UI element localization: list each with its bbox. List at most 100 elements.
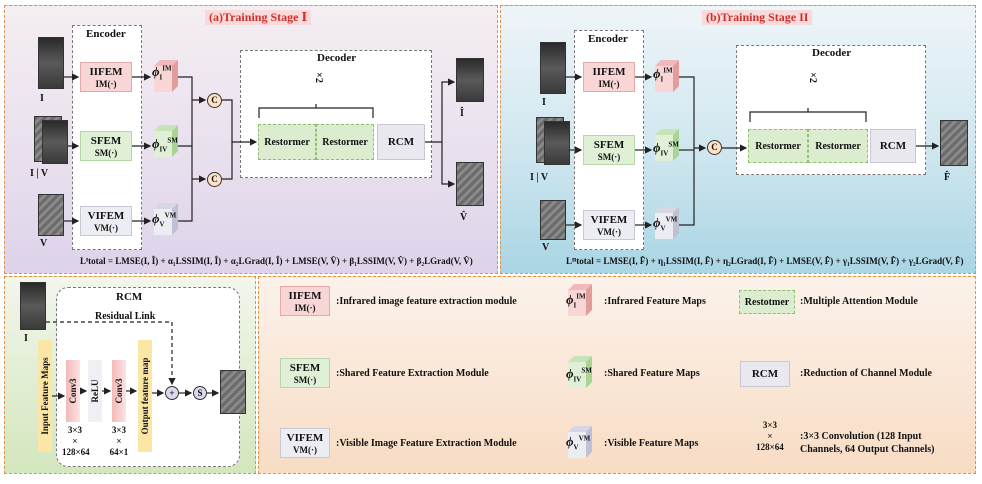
stage1-vifem-module: VIFEM VM(·) <box>80 206 132 236</box>
stage2-phi-im-cube <box>655 60 679 92</box>
stage1-input-iv-label: I | V <box>30 168 49 179</box>
rcm-input-feature-maps: Input Feature Maps <box>38 340 52 452</box>
legend-rcm-text: :Reduction of Channel Module <box>800 368 932 379</box>
rcm-input-image <box>20 282 46 330</box>
stage1-phi-vm-cube <box>154 203 178 235</box>
stage2-output-f-label: F̂ <box>944 172 951 183</box>
stage1-output-i-image <box>456 58 484 102</box>
stage1-phi-vm: ϕVVM <box>152 211 177 229</box>
rcm-residual-label: Residual Link <box>95 311 156 322</box>
rcm-conv2-dims: 3×3×64×1 <box>109 425 129 457</box>
stage2-iifem-module: IIFEM IM(·) <box>583 62 635 92</box>
stage2-phi-im: ϕIIM <box>653 66 673 84</box>
rcm-input-i-label: I <box>24 333 28 344</box>
stage2-phi-vm: ϕVVM <box>653 215 678 233</box>
legend-phi-vm-cube <box>568 426 592 458</box>
stage2-input-i-label: I <box>542 97 546 108</box>
stage1-mixed-image-front <box>42 120 68 164</box>
stage1-concat-bottom: C <box>207 172 222 187</box>
legend-rcm-module: RCM <box>740 361 790 387</box>
stage1-rcm: RCM <box>377 124 425 160</box>
stage1-phi-im: ϕIIM <box>152 64 172 82</box>
stage1-restormer-2: Restormer <box>316 124 374 160</box>
stage2-vifem-module: VIFEM VM(·) <box>583 210 635 240</box>
stage1-output-v-label: V̂ <box>460 212 468 223</box>
stage2-input-iv-label: I | V <box>530 172 549 183</box>
rcm-conv1: Conv3 <box>66 360 80 422</box>
stage2-iifem-sub: IM(·) <box>598 79 620 89</box>
stage2-vifem-sub: VM(·) <box>597 227 621 237</box>
legend-iifem-text: :Infrared image feature extraction modul… <box>336 296 517 307</box>
rcm-output-image <box>220 370 246 414</box>
stage1-visible-image <box>38 194 64 236</box>
stage2-title: (b)Training Stage II <box>702 10 813 25</box>
stage1-sfem-sub: SM(·) <box>94 148 118 158</box>
rcm-detail-title: RCM <box>116 291 143 303</box>
legend-sfem-text: :Shared Feature Extraction Module <box>336 368 489 379</box>
stage1-iifem-name: IIFEM <box>89 66 123 78</box>
rcm-add-node: + <box>165 386 179 400</box>
legend-panel <box>258 276 976 474</box>
legend-phi-im-cube <box>568 284 592 316</box>
stage2-iifem-name: IIFEM <box>592 66 626 78</box>
stage1-iifem-module: IIFEM IM(·) <box>80 62 132 92</box>
legend-vifem-text: :Visible Image Feature Extraction Module <box>336 438 517 449</box>
stage1-encoder-label: Encoder <box>86 28 126 40</box>
stage2-loss-formula: Lᴵᴵtotal = LMSE(I, F̂) + η₁LSSIM(I, F̂) … <box>566 256 964 266</box>
stage1-iifem-sub: IM(·) <box>95 79 117 89</box>
stage1-vifem-sub: VM(·) <box>94 223 118 233</box>
stage2-restormer-2: Restormer <box>808 129 868 163</box>
stage2-input-v-label: V <box>542 242 550 253</box>
stage2-sfem-module: SFEM SM(·) <box>583 135 635 165</box>
stage1-phi-im-cube <box>154 60 178 92</box>
stage2-visible-image <box>540 200 566 240</box>
stage1-phi-sm: ϕIVSM <box>152 136 178 154</box>
stage1-output-v-image <box>456 162 484 206</box>
legend-conv-dims: 3×3×128×64 <box>756 420 784 452</box>
stage2-sfem-sub: SM(·) <box>597 152 621 162</box>
stage2-phi-sm-cube <box>655 129 679 161</box>
stage1-input-v-label: V <box>40 238 48 249</box>
rcm-conv2: Conv3 <box>112 360 126 422</box>
stage1-output-i-label: Î <box>460 108 464 119</box>
legend-restormer-text: :Multiple Attention Module <box>800 296 918 307</box>
stage2-rcm: RCM <box>870 129 916 163</box>
legend-phi-im: ϕIIM <box>566 292 586 310</box>
stage2-decoder-label: Decoder <box>812 47 852 59</box>
stage1-input-i-label: I <box>40 93 44 104</box>
stage1-loss-formula: Lᴵtotal = LMSE(I, Î) + α₁LSSIM(I, Î) + α… <box>80 256 473 266</box>
stage1-phi-sm-cube <box>154 125 178 157</box>
rcm-relu: ReLU <box>88 360 102 422</box>
stage1-title: (a)Training Stage Ⅰ <box>205 10 312 25</box>
rcm-sigmoid-node: S <box>193 386 207 400</box>
legend-restormer-module: Restotmer <box>739 290 795 314</box>
stage2-phi-sm: ϕIVSM <box>653 140 679 158</box>
stage1-sfem-name: SFEM <box>90 135 122 147</box>
stage2-restormer-1: Restormer <box>748 129 808 163</box>
stage1-concat-top: C <box>207 93 222 108</box>
stage2-vifem-name: VIFEM <box>590 214 628 226</box>
legend-phi-im-text: :Infrared Feature Maps <box>604 296 706 307</box>
stage2-infrared-image <box>540 42 566 94</box>
rcm-output-feature-map: Output feature map <box>138 340 152 452</box>
stage2-phi-vm-cube <box>655 207 679 239</box>
legend-phi-sm: ϕIVSM <box>566 366 592 384</box>
stage1-infrared-image <box>38 37 64 89</box>
legend-phi-vm: ϕVVM <box>566 434 591 452</box>
stage2-concat: C <box>707 140 722 155</box>
stage1-sfem-module: SFEM SM(·) <box>80 131 132 161</box>
legend-phi-sm-cube <box>568 356 592 388</box>
legend-phi-sm-text: :Shared Feature Maps <box>604 368 700 379</box>
rcm-conv1-dims: 3×3×128×64 <box>62 425 90 457</box>
stage1-restormer-1: Restormer <box>258 124 316 160</box>
stage2-encoder-label: Encoder <box>588 33 628 45</box>
stage2-mixed-image-front <box>544 121 570 165</box>
stage1-decoder-label: Decoder <box>317 52 357 64</box>
stage1-vifem-name: VIFEM <box>87 210 125 222</box>
legend-phi-vm-text: :Visible Feature Maps <box>604 438 699 449</box>
